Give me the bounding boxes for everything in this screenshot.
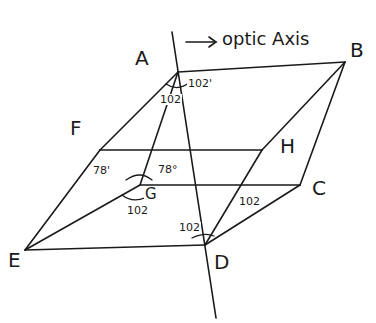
angle-label: 102 — [178, 222, 201, 233]
angle-label: 102 — [126, 205, 149, 216]
angle-label: 102 — [238, 196, 261, 207]
angle-label: 78° — [157, 164, 179, 175]
angle-label: 78' — [92, 165, 111, 176]
axis-label: optic Axis — [222, 30, 309, 48]
angle-label: 102' — [187, 78, 213, 89]
vertex-label: A — [135, 48, 149, 68]
vertex-label: C — [312, 178, 326, 198]
vertex-label: E — [8, 250, 21, 270]
vertex-label: B — [350, 40, 364, 60]
angle-label: 102 — [159, 94, 182, 105]
vertex-label: D — [214, 252, 229, 272]
angle-label: G — [144, 187, 158, 202]
vertex-label: H — [280, 136, 295, 156]
vertex-label: F — [70, 118, 82, 138]
